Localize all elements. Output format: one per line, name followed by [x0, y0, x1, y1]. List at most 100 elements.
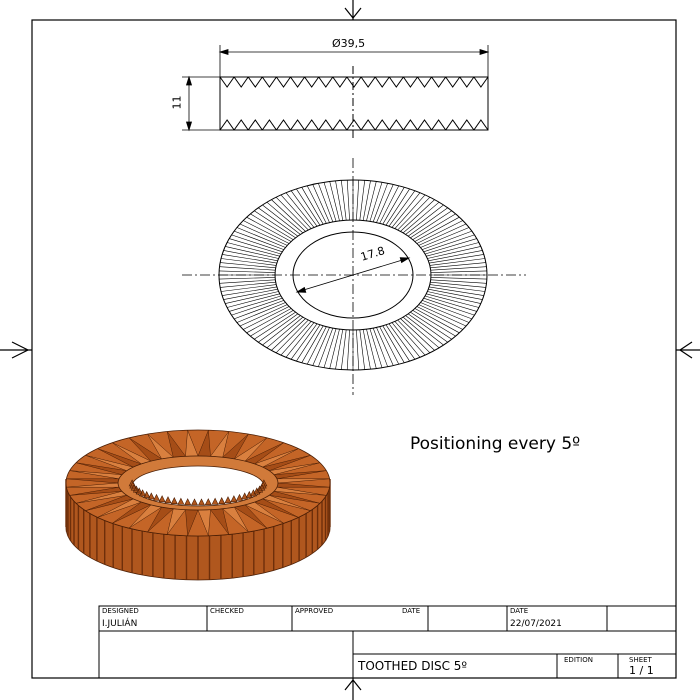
radial-tooth-line [372, 327, 388, 367]
top-view [182, 158, 526, 395]
radial-tooth-line [236, 302, 286, 323]
radial-tooth-line [220, 281, 276, 288]
radial-tooth-line [266, 201, 304, 234]
radial-tooth-line [408, 207, 448, 237]
radial-tooth-line [223, 288, 278, 300]
date-label-2: DATE [510, 607, 529, 615]
radial-tooth-line [262, 315, 301, 346]
top-view-toothed-inner-edge [274, 219, 432, 331]
side-view-teeth-bottom [219, 119, 489, 131]
radial-tooth-line [385, 188, 410, 226]
radial-tooth-line [227, 242, 280, 257]
radial-tooth-line [423, 297, 475, 316]
radial-tooth-line [416, 306, 463, 330]
radial-tooth-line [420, 227, 470, 248]
radial-tooth-line [422, 300, 473, 320]
radial-tooth-line [388, 323, 416, 360]
radial-tooth-line [285, 322, 315, 358]
radial-tooth-line [246, 308, 292, 334]
designed-label: DESIGNED [102, 607, 139, 615]
radial-tooth-line [243, 220, 290, 244]
side-view-teeth-top [219, 76, 489, 88]
radial-tooth-line [301, 187, 324, 225]
radial-tooth-line [418, 304, 467, 327]
side-view [219, 66, 489, 140]
radial-tooth-line [225, 246, 279, 259]
radial-tooth-line [430, 270, 487, 273]
top-view-outer-edge [218, 179, 488, 371]
sheet-label: SHEET [629, 656, 652, 664]
side-view-outline [219, 76, 489, 131]
radial-tooth-line [306, 185, 327, 224]
radial-tooth-line [231, 234, 283, 253]
radial-tooth-line [429, 254, 484, 264]
radial-tooth-line [335, 329, 344, 370]
radial-tooth-line [429, 258, 486, 266]
date-value: 22/07/2021 [510, 619, 562, 629]
centering-mark-left [0, 341, 32, 359]
height-label: 11 [170, 95, 184, 110]
radial-tooth-line [430, 279, 487, 284]
radial-tooth-line [369, 182, 383, 222]
isometric-part [65, 429, 331, 581]
radial-tooth-line [219, 279, 276, 284]
radial-tooth-line [250, 213, 294, 240]
radial-tooth-line [271, 199, 306, 232]
radial-tooth-line [426, 242, 479, 257]
radial-tooth-line [394, 194, 426, 229]
radial-tooth-line [382, 325, 405, 363]
radial-tooth-line [412, 213, 456, 240]
radial-tooth-line [231, 297, 283, 316]
radial-tooth-line [229, 295, 281, 312]
radial-tooth-line [222, 286, 277, 296]
positioning-note: Positioning every 5º [410, 434, 581, 454]
radial-tooth-line [323, 182, 337, 222]
centering-mark-top [344, 0, 362, 20]
radial-tooth-line [429, 286, 484, 296]
radial-tooth-line [430, 266, 487, 271]
radial-tooth-line [366, 181, 377, 221]
radial-tooth-line [233, 230, 284, 250]
radial-tooth-line [254, 311, 296, 340]
radial-tooth-line [329, 329, 340, 369]
radial-tooth-line [418, 223, 467, 246]
radial-tooth-line [312, 184, 330, 223]
radial-tooth-line [296, 188, 321, 226]
radial-tooth-line [219, 277, 276, 280]
radial-tooth-line [369, 328, 383, 368]
sheet-value: 1 / 1 [629, 664, 654, 677]
radial-tooth-line [366, 329, 377, 369]
iso-part-bore [131, 465, 265, 507]
radial-tooth-line [402, 201, 440, 234]
radial-tooth-line [239, 304, 288, 327]
top-view-bore [292, 231, 414, 319]
radial-tooth-line [301, 325, 324, 363]
radial-tooth-line [341, 180, 347, 221]
radial-tooth-line [220, 262, 276, 269]
centering-mark-right [676, 341, 700, 359]
radial-tooth-line [388, 190, 416, 227]
designed-value: I.JULIÁN [102, 619, 138, 629]
radial-tooth-line [430, 277, 487, 280]
radial-tooth-line [422, 230, 473, 250]
radial-tooth-line [416, 220, 463, 244]
radial-tooth-line [306, 326, 327, 365]
radial-tooth-line [414, 308, 460, 334]
iso-part-side-ridges [65, 479, 331, 580]
radial-tooth-line [346, 180, 350, 221]
radial-tooth-line [225, 291, 279, 304]
radial-tooth-line [318, 327, 334, 367]
radial-tooth-line [346, 329, 350, 370]
diameter-dimension [218, 45, 490, 77]
radial-tooth-line [233, 300, 284, 320]
radial-tooth-line [427, 291, 481, 304]
radial-tooth-line [379, 326, 400, 365]
radial-tooth-line [414, 216, 460, 242]
radial-tooth-line [382, 187, 405, 225]
radial-tooth-line [227, 293, 280, 308]
radial-tooth-line [341, 329, 347, 370]
radial-tooth-line [243, 306, 290, 330]
radial-tooth-line [412, 310, 456, 337]
radial-tooth-line [312, 327, 330, 366]
